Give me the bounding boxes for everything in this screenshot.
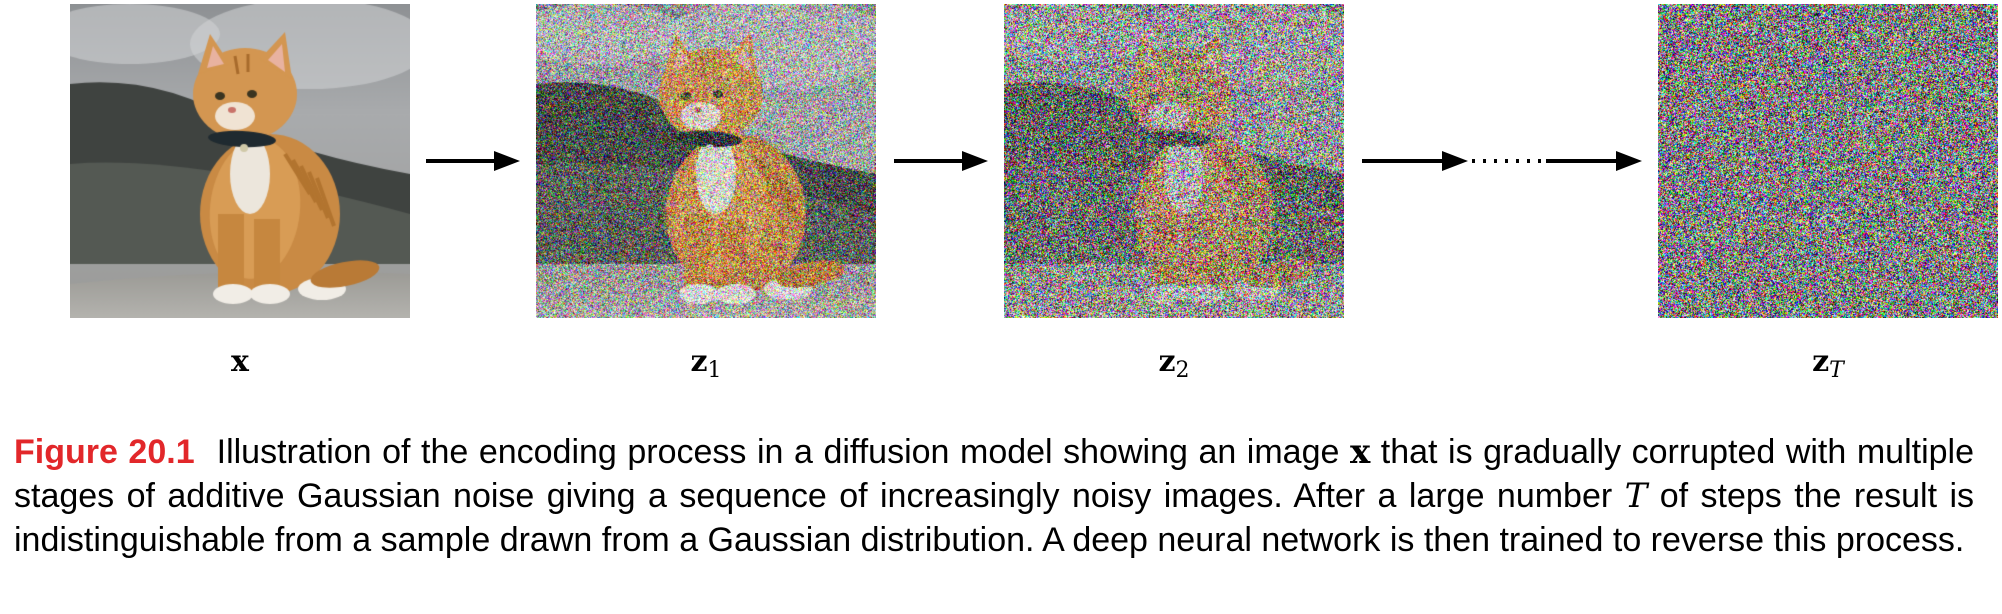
image-z1-canvas <box>536 4 876 318</box>
caption-text-2: that is gradually corrupted with multipl… <box>14 433 1974 515</box>
image-zt-noise <box>1658 4 1998 318</box>
image-x-clean <box>70 4 410 318</box>
label-zt: zT <box>1658 340 1998 384</box>
label-z2: z2 <box>1004 340 1344 384</box>
arrow-head-end <box>1616 151 1642 171</box>
arrow-head-middle <box>1442 151 1468 171</box>
image-z2-canvas <box>1004 4 1344 318</box>
label-zt-main: z <box>1812 344 1830 379</box>
label-x-main: x <box>231 344 249 379</box>
label-x: x <box>70 340 410 384</box>
label-zt-sub: T <box>1829 358 1844 383</box>
image-z2-noisy <box>1004 4 1344 318</box>
label-z1: z1 <box>536 340 876 384</box>
figure-caption: Figure 20.1 Illustration of the encoding … <box>14 430 1974 562</box>
arrow-x-to-z1 <box>426 151 520 171</box>
caption-math-x: x <box>1349 432 1371 472</box>
label-z2-sub: 2 <box>1175 358 1190 383</box>
image-zt-canvas <box>1658 4 1998 318</box>
label-z1-main: z <box>690 344 708 379</box>
arrow-z2-to-zt-dotted <box>1362 151 1642 171</box>
arrow-head <box>494 151 520 171</box>
figure-number: Figure 20.1 <box>14 433 195 471</box>
caption-text-1: Illustration of the encoding process in … <box>216 433 1350 471</box>
caption-math-t: T <box>1624 476 1648 516</box>
image-x-canvas <box>70 4 410 318</box>
arrow-head <box>962 151 988 171</box>
caption-text-3: of steps the result is indistinguishable… <box>14 477 1975 559</box>
label-z2-main: z <box>1158 344 1176 379</box>
image-z1-noisy <box>536 4 876 318</box>
arrow-z1-to-z2 <box>894 151 988 171</box>
label-z1-sub: 1 <box>707 358 722 383</box>
